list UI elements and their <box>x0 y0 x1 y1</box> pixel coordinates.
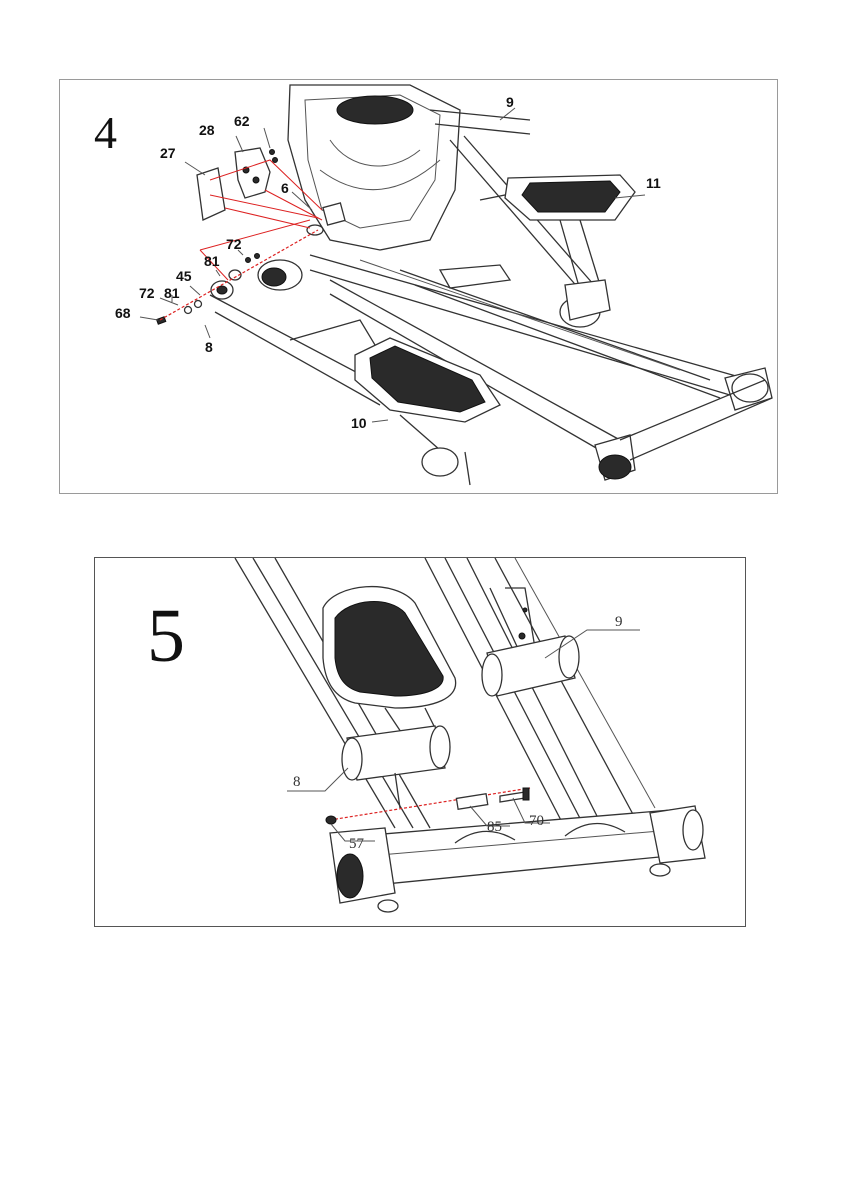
step-4-diagram: 4 <box>60 80 778 494</box>
label-11: 11 <box>646 175 661 191</box>
label-68: 68 <box>115 305 131 321</box>
step-4-panel: 4 <box>59 79 778 494</box>
label-9: 9 <box>615 614 623 630</box>
label-27: 27 <box>160 145 176 161</box>
label-9: 9 <box>506 94 514 110</box>
label-70: 70 <box>529 813 544 829</box>
label-72-top: 72 <box>226 236 242 252</box>
label-45: 45 <box>176 268 192 284</box>
rear-cross-member <box>330 806 705 912</box>
step-5-panel: 5 <box>94 557 746 927</box>
label-85: 85 <box>487 819 502 835</box>
label-57: 57 <box>349 836 365 852</box>
label-62: 62 <box>234 113 250 129</box>
label-81-bottom: 81 <box>164 285 180 301</box>
roller-8 <box>342 726 450 808</box>
label-28: 28 <box>199 122 215 138</box>
pedal <box>323 587 456 738</box>
step-number-5: 5 <box>147 594 185 678</box>
label-72-bottom: 72 <box>139 285 155 301</box>
step-number-4: 4 <box>94 107 117 158</box>
label-8: 8 <box>293 774 301 790</box>
label-10: 10 <box>351 415 367 431</box>
label-8: 8 <box>205 339 213 355</box>
label-81-top: 81 <box>204 253 220 269</box>
step-5-diagram: 5 <box>95 558 746 927</box>
label-6: 6 <box>281 180 289 196</box>
pedal-10 <box>355 338 500 485</box>
